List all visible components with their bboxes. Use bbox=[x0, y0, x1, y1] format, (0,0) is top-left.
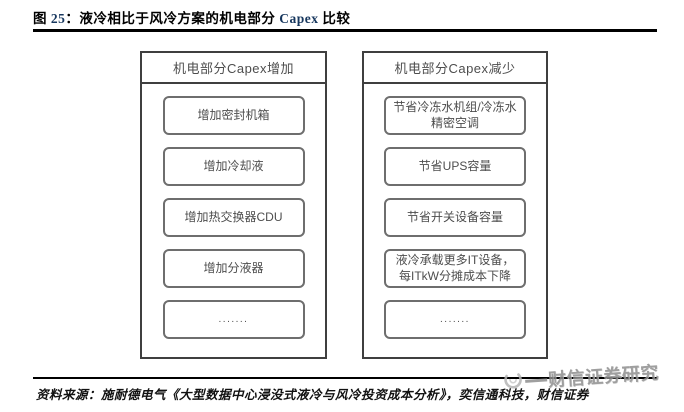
figure-title-cn: 液冷相比于风冷方案的机电部分 bbox=[79, 11, 280, 26]
figure-caption: 图 25：液冷相比于风冷方案的机电部分 Capex 比较 bbox=[33, 7, 350, 27]
node-chilled-water-savings: 节省冷冻水机组/冷冻水精密空调 bbox=[384, 96, 526, 135]
capex-increase-body: 增加密封机箱 增加冷却液 增加热交换器CDU 增加分液器 ....... bbox=[142, 84, 325, 357]
caption-divider-rule bbox=[33, 29, 657, 32]
node-ups-capacity-savings: 节省UPS容量 bbox=[384, 147, 526, 186]
source-attribution: 资料来源：施耐德电气《大型数据中心浸没式液冷与风冷投资成本分析》，奕信通科技，财… bbox=[36, 388, 589, 402]
node-switchgear-savings: 节省开关设备容量 bbox=[384, 198, 526, 237]
node-ellipsis-left: ....... bbox=[162, 300, 305, 339]
footer-divider-rule bbox=[33, 377, 657, 379]
node-ellipsis-right: ....... bbox=[384, 300, 526, 339]
figure-number: 25 bbox=[50, 11, 66, 26]
node-sealed-chassis: 增加密封机箱 bbox=[162, 96, 305, 135]
node-heat-exchanger-cdu: 增加热交换器CDU bbox=[162, 198, 305, 237]
capex-decrease-body: 节省冷冻水机组/冷冻水精密空调 节省UPS容量 节省开关设备容量 液冷承载更多I… bbox=[364, 84, 546, 357]
figure-label-colon: ： bbox=[65, 11, 80, 26]
figure-title-capex: Capex bbox=[279, 11, 319, 26]
capex-decrease-panel: 机电部分Capex减少 节省冷冻水机组/冷冻水精密空调 节省UPS容量 节省开关… bbox=[362, 51, 548, 359]
figure-title-suffix: 比较 bbox=[318, 11, 351, 26]
capex-increase-header: 机电部分Capex增加 bbox=[142, 53, 325, 84]
node-coolant: 增加冷却液 bbox=[162, 147, 305, 186]
capex-increase-panel: 机电部分Capex增加 增加密封机箱 增加冷却液 增加热交换器CDU 增加分液器… bbox=[140, 51, 327, 359]
capex-decrease-header: 机电部分Capex减少 bbox=[364, 53, 546, 84]
figure-label-prefix: 图 bbox=[33, 11, 51, 26]
node-liquid-distributor: 增加分液器 bbox=[162, 249, 305, 288]
node-it-load-cost-decline: 液冷承载更多IT设备，每ITkW分摊成本下降 bbox=[384, 249, 526, 288]
